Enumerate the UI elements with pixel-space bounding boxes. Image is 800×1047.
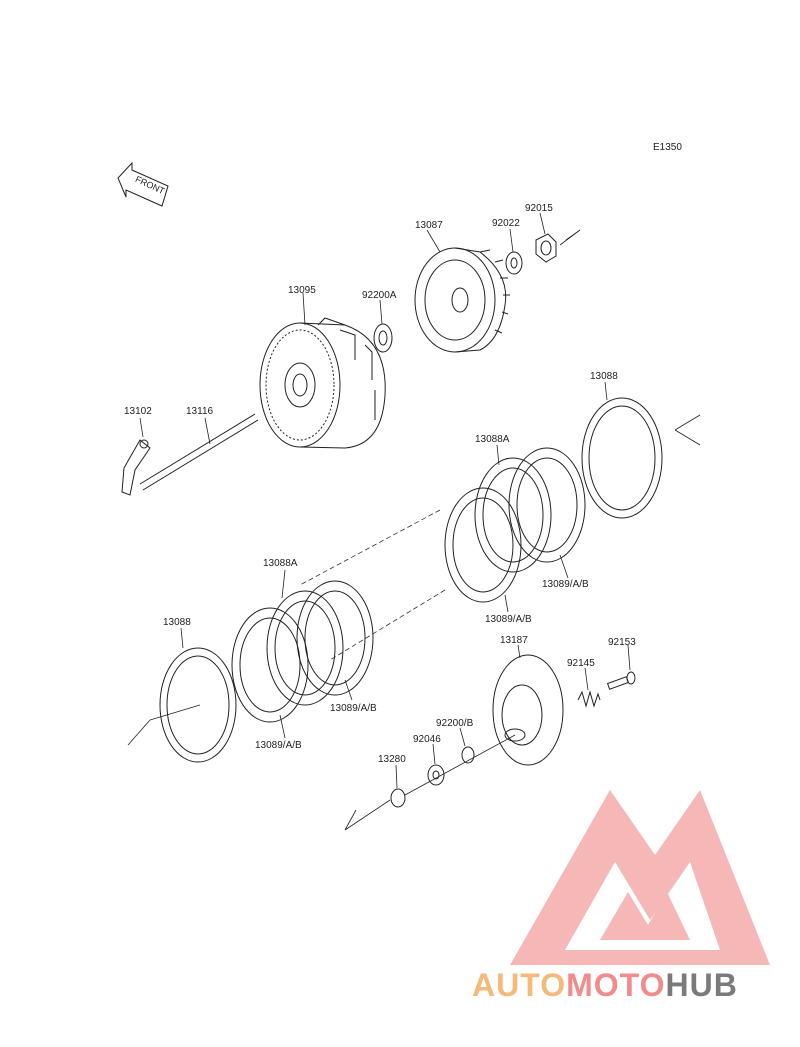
- washer-92022: [505, 228, 523, 275]
- plate-stack-top: [444, 444, 586, 613]
- spring-92145: [577, 667, 601, 708]
- label-92022: 92022: [492, 218, 520, 229]
- label-92015: 92015: [525, 203, 553, 214]
- release-lever: [121, 417, 151, 496]
- label-92200b: 92200/B: [436, 718, 474, 729]
- label-13089-top2: 13089/A/B: [485, 614, 532, 625]
- nut-92015: [535, 212, 581, 263]
- bearing-92046: [427, 743, 445, 786]
- label-13088a-top: 13088A: [475, 434, 510, 445]
- label-13089-left: 13089/A/B: [255, 740, 302, 751]
- watermark-auto: AUTO: [472, 967, 566, 1003]
- clutch-housing: [259, 292, 386, 449]
- friction-plate-left: [127, 627, 237, 763]
- part-labels: 13102 13116 13095 92200A 13087 92022 920…: [124, 203, 636, 765]
- label-13095: 13095: [288, 285, 316, 296]
- automotohub-logo: [510, 790, 770, 965]
- label-92046: 92046: [413, 734, 441, 745]
- watermark-hub: HUB: [665, 967, 737, 1003]
- clutch-hub: [414, 229, 510, 353]
- diagram-code: E1350: [653, 142, 682, 153]
- front-label: FRONT: [134, 174, 167, 196]
- washer-92200b: [459, 727, 475, 764]
- push-rod: [139, 413, 259, 491]
- label-13089-top1: 13089/A/B: [542, 579, 589, 590]
- label-13088-left: 13088: [163, 617, 191, 628]
- washer-92200a: [373, 299, 393, 353]
- label-92145: 92145: [567, 658, 595, 669]
- watermark-text: AUTOMOTOHUB: [472, 967, 738, 1003]
- pusher-13280: [344, 734, 516, 831]
- plate-stack-mid: [231, 569, 374, 739]
- label-92153: 92153: [608, 637, 636, 648]
- label-13116: 13116: [186, 406, 214, 417]
- label-13187: 13187: [500, 635, 528, 646]
- watermark-moto: MOTO: [566, 967, 665, 1003]
- label-13088a-mid: 13088A: [263, 558, 298, 569]
- front-arrow-icon: FRONT: [117, 161, 169, 207]
- label-13102: 13102: [124, 406, 152, 417]
- bolt-92153: [606, 644, 636, 690]
- label-13088-top: 13088: [590, 371, 618, 382]
- pressure-plate: [492, 644, 564, 766]
- label-13280: 13280: [378, 754, 406, 765]
- label-13087: 13087: [415, 220, 443, 231]
- label-92200a: 92200A: [362, 290, 397, 301]
- label-13089-mid: 13089/A/B: [330, 703, 377, 714]
- friction-plate-top: [581, 381, 701, 519]
